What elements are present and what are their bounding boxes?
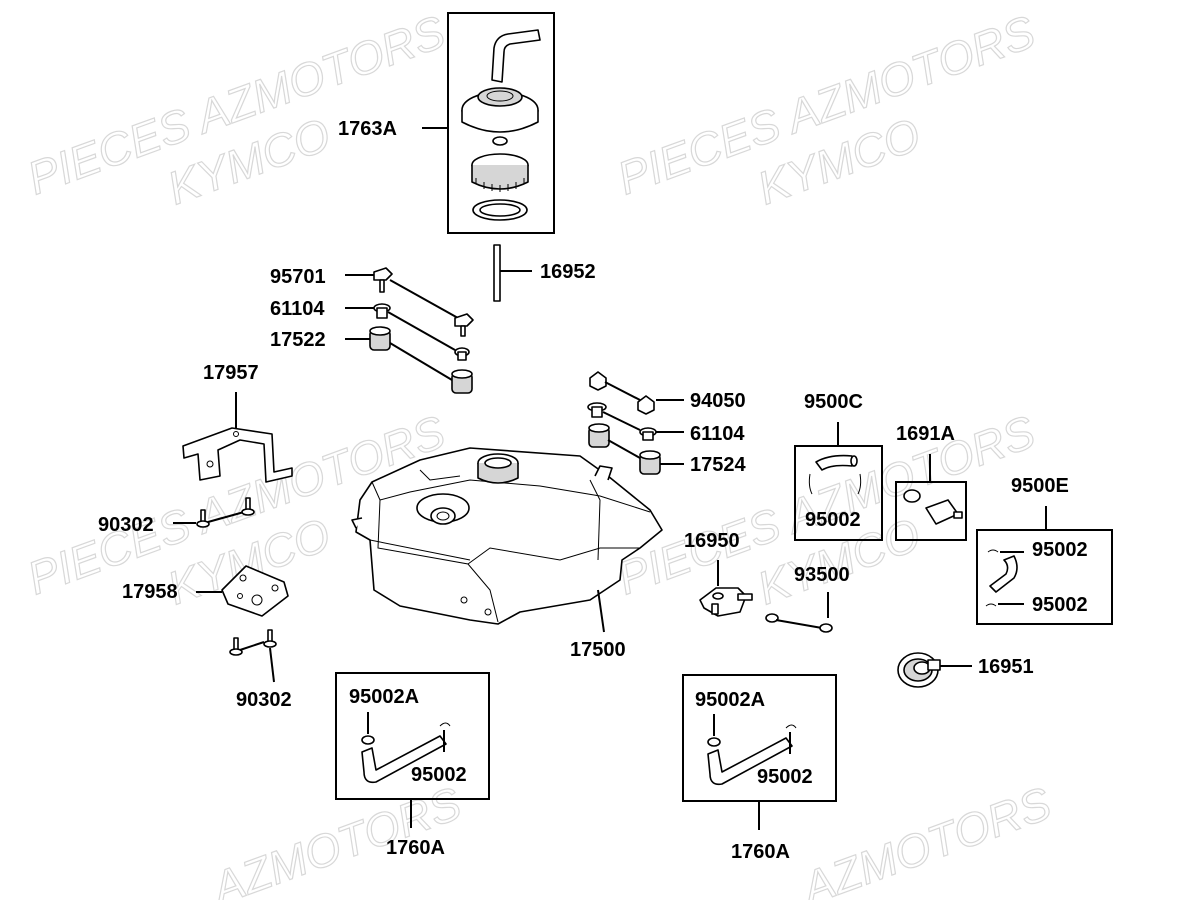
hose-icon [815, 454, 853, 471]
fuel-cap-group: 1763A [338, 12, 555, 234]
fuel-cap-box [447, 12, 555, 234]
bolt-icon [373, 267, 393, 281]
right-mount-group: 94050 61104 17524 [587, 371, 746, 476]
label-1760A-right: 1760A [731, 841, 790, 863]
label-95701: 95701 [270, 266, 326, 288]
hose-icon [707, 737, 793, 786]
breather-pipe-icon [491, 29, 541, 83]
label-94050: 94050 [690, 390, 746, 412]
bolts-90302-bottom-group: 90302 [229, 629, 292, 711]
label-1760A-left: 1760A [386, 837, 445, 859]
filter-icon [903, 489, 921, 503]
fuel-cock-icon [699, 587, 747, 617]
washer-icon [492, 136, 508, 146]
hose-kit-1760A-right-group: 95002A 95002 1760A [682, 674, 837, 863]
label-17957: 17957 [203, 362, 259, 384]
left-mount-group: 95701 61104 17522 [270, 266, 474, 394]
long-bolt-icon [493, 244, 501, 302]
label-16952: 16952 [540, 261, 596, 283]
label-90302-top: 90302 [98, 514, 154, 536]
label-9500C: 9500C [804, 391, 863, 413]
label-17958: 17958 [122, 581, 178, 603]
label-1763A: 1763A [338, 118, 397, 140]
label-61104-right: 61104 [690, 423, 745, 445]
hose-kit-9500E-box [976, 529, 1113, 625]
filter-1691A-box [895, 481, 967, 541]
hose-kit-9500C-group: 9500C 95002 [794, 391, 883, 541]
label-17522: 17522 [270, 329, 326, 351]
label-95002A-right: 95002A [695, 689, 765, 711]
label-93500: 93500 [794, 564, 850, 586]
label-95002A-left: 95002A [349, 686, 419, 708]
label-17524: 17524 [690, 454, 746, 476]
mounting-plate-icon [221, 565, 289, 617]
label-9500E: 9500E [1011, 475, 1069, 497]
label-90302-bottom: 90302 [236, 689, 292, 711]
bolts-90302-top-group: 90302 [98, 497, 255, 536]
label-95002-e1: 95002 [1032, 539, 1088, 561]
hose-icon [361, 735, 447, 784]
label-17500: 17500 [570, 639, 626, 661]
label-95002-c: 95002 [805, 509, 861, 531]
screw-93500-group: 93500 [765, 564, 850, 633]
plate-17958-group: 17958 [122, 565, 289, 617]
fuel-tank-icon [355, 447, 663, 625]
label-95002-left: 95002 [411, 764, 467, 786]
bracket-icon [182, 427, 293, 483]
nut-icon [589, 371, 607, 391]
screw-icon [765, 613, 779, 623]
label-16951: 16951 [978, 656, 1034, 678]
label-95002-e2: 95002 [1032, 594, 1088, 616]
fuel-tank-group: 17500 [351, 447, 663, 661]
hose-kit-1760A-left-group: 95002A 95002 1760A [335, 672, 490, 859]
part-16951-group: 16951 [897, 652, 1034, 688]
long-bolt-group: 16952 [493, 244, 596, 302]
label-61104-left: 61104 [270, 298, 325, 320]
hose-kit-1760A-left-box [335, 672, 490, 800]
hose-icon [989, 555, 1018, 593]
hose-kit-9500E-group: 9500E 95002 95002 [976, 475, 1113, 625]
bracket-17957-group: 17957 [182, 362, 293, 483]
filter-1691A-group: 1691A [895, 423, 967, 541]
label-95002-right: 95002 [757, 766, 813, 788]
fuel-cock-group: 16950 [684, 530, 753, 617]
hose-kit-9500C-box [794, 445, 883, 541]
label-1691A: 1691A [896, 423, 955, 445]
label-16950: 16950 [684, 530, 740, 552]
watermark-text: AZMOTORS [793, 777, 1058, 900]
